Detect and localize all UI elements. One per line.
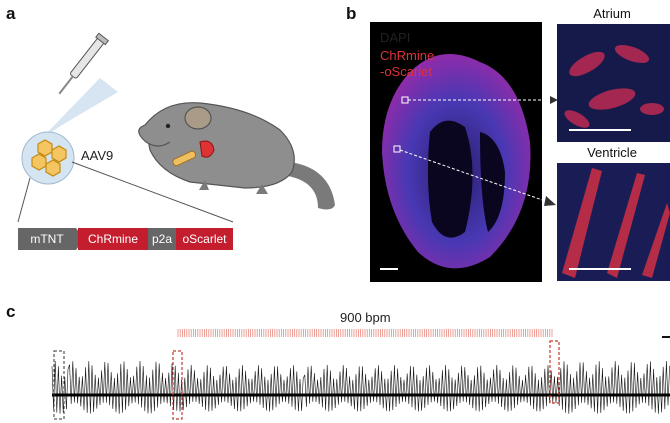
construct-oscarlet: oScarlet — [176, 228, 233, 250]
mouse-tail — [288, 162, 335, 210]
ventricle-roi-box — [393, 145, 401, 153]
panel-a-illustration — [17, 32, 335, 223]
mouse-ear — [184, 106, 212, 130]
stain-oscarlet-label: -oScarlet — [380, 64, 433, 79]
mouse-head — [138, 124, 171, 147]
heart-chamber — [427, 120, 473, 238]
light-probe-icon — [172, 150, 197, 167]
stim-rate-label: 900 bpm — [340, 310, 391, 325]
stain-dapi-label: DAPI — [380, 30, 411, 45]
ventricle-label: Ventricle — [587, 145, 637, 160]
injection-beam — [40, 78, 118, 140]
mouse-illustration — [138, 102, 335, 210]
aav-virus-circle — [21, 131, 75, 185]
mouse-body — [144, 102, 295, 189]
atrium-label: Atrium — [593, 6, 631, 21]
mouse-heart-icon — [199, 140, 215, 158]
mouse-eye — [165, 123, 171, 129]
construct-line-left — [17, 177, 31, 223]
ventricle-inset — [557, 163, 670, 281]
roi-connectors — [399, 96, 558, 206]
panel-letter-b: b — [346, 4, 357, 23]
stim-ticks — [177, 329, 553, 337]
ecg-trace — [51, 329, 670, 420]
baseline-box-left — [53, 350, 65, 420]
syringe-icon — [58, 32, 110, 95]
construct-chrmine: ChRmine — [78, 228, 148, 250]
stain-chrmine-label: ChRmine — [380, 48, 435, 63]
construct-p2a: p2a — [148, 228, 176, 250]
heart-micrograph — [370, 22, 542, 282]
stim-offset-box — [549, 340, 560, 404]
stim-onset-box — [172, 350, 183, 420]
panel-letter-c: c — [6, 302, 16, 321]
panel-letter-a: a — [6, 4, 16, 23]
vector-label: AAV9 — [81, 148, 114, 163]
construct-line-right — [71, 161, 234, 223]
atrium-inset — [557, 24, 670, 142]
trace-signal — [51, 360, 670, 414]
virus-particles-icon — [31, 139, 67, 177]
construct-mtnt: mTNT — [18, 228, 76, 250]
